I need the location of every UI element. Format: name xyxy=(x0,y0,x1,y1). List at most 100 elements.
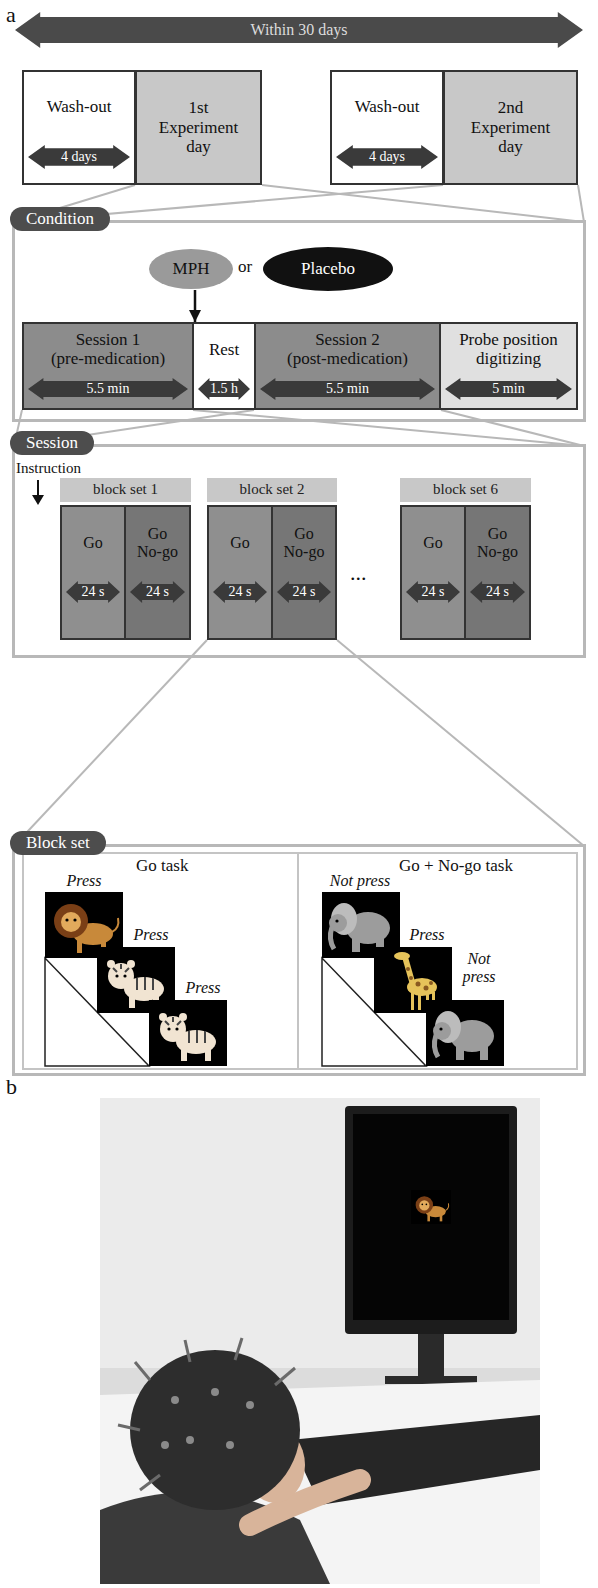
arrow-shape xyxy=(28,378,188,400)
arrow-head xyxy=(32,495,44,505)
word: Wash-out xyxy=(47,97,112,116)
arrow-text-area: Within 30 days xyxy=(15,12,583,48)
arrow-text-area: 24 s xyxy=(66,581,120,603)
zoom-lines xyxy=(14,185,584,846)
arrow-shape xyxy=(470,581,525,603)
duration-text: 4 days xyxy=(369,150,405,164)
arrow-text-area: 4 days xyxy=(28,145,130,169)
text-area: Session 2 (post-medication) xyxy=(256,324,439,376)
elephant-picture xyxy=(426,1000,504,1066)
word: s xyxy=(504,584,509,599)
panel-heading-text: Go + No-go task xyxy=(399,856,513,876)
word: min xyxy=(108,381,130,396)
duration-arrow: 4 days xyxy=(28,145,130,169)
box-text: Probe position digitizing xyxy=(441,331,576,368)
word: day xyxy=(498,137,523,156)
medication-arrow xyxy=(194,290,197,322)
box-text: Session 1 (pre-medication) xyxy=(24,331,192,368)
word: 5 xyxy=(492,381,499,396)
monitor-stand xyxy=(418,1334,444,1378)
duration-arrow: 24 s xyxy=(470,581,525,603)
ellipse-shape xyxy=(263,247,393,291)
band-text: block set 6 xyxy=(433,481,498,498)
word: Press xyxy=(134,926,169,943)
duration-text: 1.5 h xyxy=(210,382,238,396)
session-box: Session 2 (post-medication)5.5 min xyxy=(254,322,441,410)
word: s xyxy=(439,584,444,599)
frame-heading: Session xyxy=(10,431,94,455)
word: Block xyxy=(26,833,67,852)
word: MPH xyxy=(173,259,210,278)
text-area: Wash-out xyxy=(24,72,134,143)
arrow-shape xyxy=(15,12,583,48)
period-arrow: Within 30 days xyxy=(15,12,583,48)
arrow-shape xyxy=(130,581,185,603)
text-area: Go xyxy=(402,507,464,579)
washout-box: Wash-out4 days xyxy=(330,70,444,185)
word: Go xyxy=(83,534,103,551)
monitor xyxy=(345,1106,517,1334)
digitizing-box: Probe position digitizing 5 min xyxy=(439,322,578,410)
duration-text: 24 s xyxy=(146,585,169,599)
word: Press xyxy=(410,926,445,943)
panel-heading: Go task xyxy=(136,856,188,876)
word: set xyxy=(277,481,294,497)
ellipse-shape xyxy=(149,249,233,289)
text-area: Go No-go xyxy=(273,507,335,579)
arrow-shape xyxy=(198,378,250,400)
arrow-shape xyxy=(66,581,120,603)
word: days xyxy=(71,149,97,164)
duration-text: 24 s xyxy=(82,585,105,599)
word: Go xyxy=(294,525,314,542)
panel-letter: b xyxy=(6,1074,17,1099)
word: 2 xyxy=(297,481,305,497)
word: 2nd xyxy=(498,98,524,117)
word: ... xyxy=(350,560,367,585)
word: 4 xyxy=(61,149,68,164)
go-block: Go 24 s xyxy=(400,505,466,640)
word: (post-medication) xyxy=(287,349,408,368)
word: Go xyxy=(423,534,443,551)
block-set-band: block set 6 xyxy=(400,478,531,502)
word: Not xyxy=(467,950,490,967)
word: Within xyxy=(250,21,294,38)
duration-text: 5 min xyxy=(492,382,524,396)
text-area: block set 1 xyxy=(60,478,191,502)
conjunction: or xyxy=(238,257,252,277)
duration-arrow: 5.5 min xyxy=(260,378,435,400)
word: Condition xyxy=(26,209,94,228)
word: 24 xyxy=(82,584,96,599)
tiger-picture xyxy=(149,1000,227,1066)
word: block xyxy=(93,481,126,497)
frame-heading: Condition xyxy=(10,207,110,231)
zoom-line xyxy=(578,185,584,222)
text-area: Go No-go xyxy=(126,507,189,579)
word: days xyxy=(318,21,347,38)
experiment-day-box: 2nd Experiment day xyxy=(443,70,578,185)
duration-arrow: 1.5 h xyxy=(198,378,250,400)
word: day xyxy=(186,137,211,156)
box-text: Go xyxy=(420,534,446,552)
word: 24 xyxy=(422,584,436,599)
word: 1 xyxy=(132,330,141,349)
session-frame: block set 1 Go 24 s Go No-go 24 s block set 2… xyxy=(12,444,586,658)
word: digitizing xyxy=(476,349,541,368)
arrow-shape xyxy=(277,581,331,603)
word: Rest xyxy=(209,340,239,359)
word: s xyxy=(310,584,315,599)
box-text: Wash-out xyxy=(44,98,115,117)
drug-ellipse: MPH xyxy=(148,248,234,290)
word: h xyxy=(231,381,238,396)
arrow-text-area: 24 s xyxy=(277,581,331,603)
panel-heading-text: Go task xyxy=(136,856,188,876)
word: 24 xyxy=(229,584,243,599)
zoom-line xyxy=(337,640,584,846)
duration-arrow: 4 days xyxy=(336,145,438,169)
box-text: Go xyxy=(227,534,253,552)
word: set xyxy=(470,481,487,497)
word: block xyxy=(433,481,466,497)
response-label: Press xyxy=(178,979,228,997)
box-text: Go No-go xyxy=(273,525,335,560)
placebo-ellipse: Placebo xyxy=(262,246,394,292)
